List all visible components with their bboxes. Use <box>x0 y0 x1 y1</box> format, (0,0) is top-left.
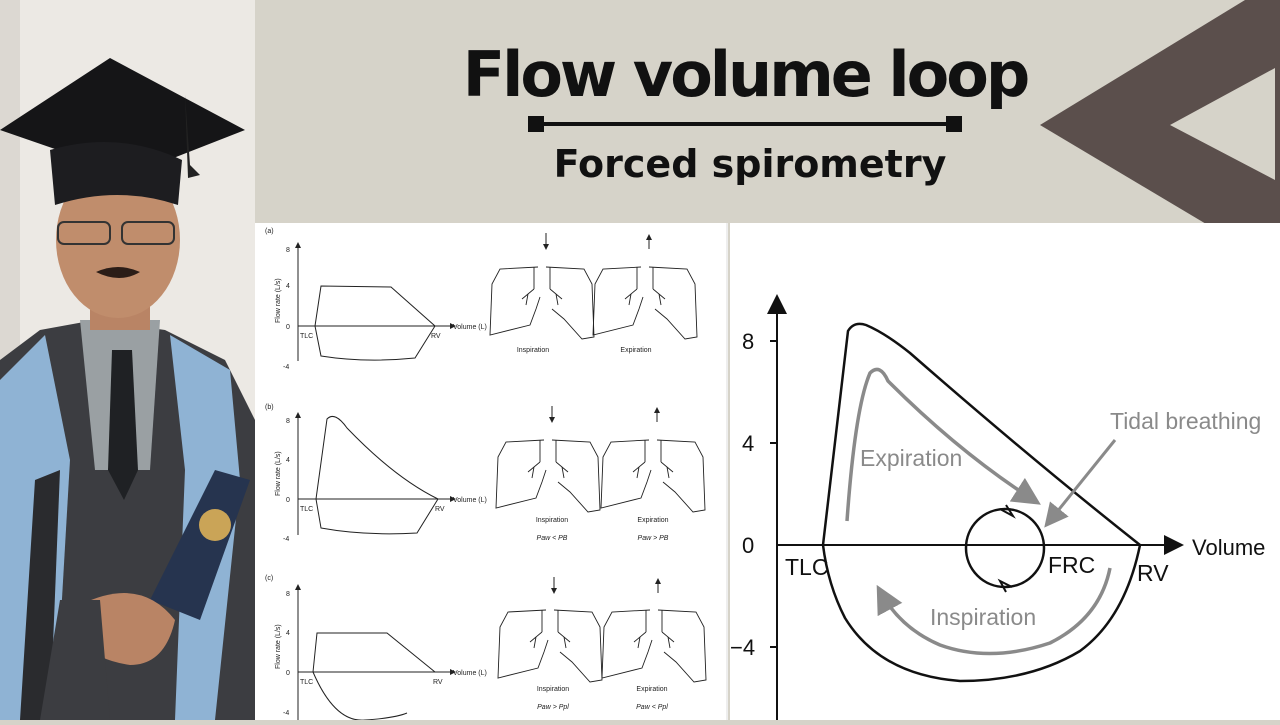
panel-b-y-axis-label: Flow rate (L/s) <box>275 451 282 496</box>
schematic-figure-panel: (a) 8 4 0 -4 Flow rate (L/s) Volume (L) … <box>255 223 728 721</box>
panel-c-letter: (c) <box>265 575 273 582</box>
title-divider <box>528 116 962 132</box>
panel-b-label-expiration: Expiration <box>637 517 668 524</box>
panel-a-tlc: TLC <box>300 333 313 340</box>
panel-a-loop <box>314 285 436 361</box>
panel-a-tick-8: 8 <box>286 247 290 254</box>
panel-b-letter: (b) <box>265 404 274 411</box>
panel-b-tick-8: 8 <box>286 418 290 425</box>
panel-c-rv: RV <box>433 679 443 686</box>
page-title: Flow volume loop <box>462 38 1031 111</box>
panel-a-label-inspiration: Inspiration <box>517 347 549 354</box>
panel-c-loop <box>312 632 436 721</box>
panel-c-relation-expiration: Paw < Ppl <box>636 704 668 711</box>
panel-a-tick-0: 0 <box>286 324 290 331</box>
panel-c-tick-4: 4 <box>286 630 290 637</box>
tlc-label: TLC <box>785 554 828 580</box>
panel-b-relation-expiration: Paw > PB <box>638 535 669 542</box>
inspiration-arrow <box>876 567 1112 656</box>
tick-label-4: 4 <box>742 431 754 456</box>
panel-c-tlc: TLC <box>300 679 313 686</box>
panel-a-y-axis-label: Flow rate (L/s) <box>275 278 282 323</box>
panel-a: (a) 8 4 0 -4 Flow rate (L/s) Volume (L) … <box>265 228 652 371</box>
panel-b-tlc: TLC <box>300 506 313 513</box>
tick-marks <box>770 340 777 648</box>
lung-diagrams <box>489 233 707 683</box>
panel-c-label-expiration: Expiration <box>636 686 667 693</box>
panel-b-tick-4: 4 <box>286 457 290 464</box>
inspiration-label: Inspiration <box>930 604 1036 630</box>
panel-b-label-inspiration: Inspiration <box>536 517 568 524</box>
tidal-breathing-label: Tidal breathing <box>1110 408 1261 434</box>
panel-b-rv: RV <box>435 506 445 513</box>
frc-label: FRC <box>1048 552 1095 578</box>
flow-volume-loop-figure: 8 4 0 −4 Volume Expiration Inspiration T… <box>730 223 1280 720</box>
expiration-arrow <box>845 367 1041 522</box>
decorative-triangle <box>1040 0 1280 268</box>
panel-b-relation-inspiration: Paw < PB <box>537 535 568 542</box>
panel-b-tick-0: 0 <box>286 497 290 504</box>
panel-a-ticks: 8 4 0 -4 <box>283 247 290 371</box>
tick-label-neg4: −4 <box>730 635 755 660</box>
tidal-loop <box>964 507 1046 589</box>
flow-volume-curve <box>821 322 1142 683</box>
tidal-arrow <box>1044 439 1117 528</box>
x-axis-label: Volume <box>1192 535 1265 560</box>
panel-c-tick-8: 8 <box>286 591 290 598</box>
panel-c-label-inspiration: Inspiration <box>537 686 569 693</box>
panel-c-tick-0: 0 <box>286 670 290 677</box>
panel-c-relation-inspiration: Paw > Ppl <box>537 704 569 711</box>
panel-a-letter: (a) <box>265 228 274 235</box>
page-subtitle: Forced spirometry <box>553 142 947 186</box>
rv-label: RV <box>1137 560 1169 586</box>
panel-c-x-axis-label: Volume (L) <box>453 670 487 677</box>
tick-label-8: 8 <box>742 329 754 354</box>
tick-label-0: 0 <box>742 533 754 558</box>
presenter-photo <box>0 0 255 720</box>
panel-c-y-axis-label: Flow rate (L/s) <box>275 624 282 669</box>
panel-a-rv: RV <box>431 333 441 340</box>
panel-a-tick-neg4: -4 <box>283 364 289 371</box>
panel-c: (c) 8 4 0 -4 Flow rate (L/s) Volume (L) … <box>265 575 668 721</box>
expiration-label: Expiration <box>860 445 962 471</box>
panel-a-tick-4: 4 <box>286 283 290 290</box>
panel-b: (b) 8 4 0 -4 Flow rate (L/s) Volume (L) … <box>265 404 669 543</box>
panel-b-x-axis-label: Volume (L) <box>453 497 487 504</box>
panel-b-tick-neg4: -4 <box>283 536 289 543</box>
panel-a-label-expiration: Expiration <box>620 347 651 354</box>
panel-a-x-axis-label: Volume (L) <box>453 324 487 331</box>
panel-b-loop <box>315 416 439 535</box>
panel-c-tick-neg4: -4 <box>283 710 289 717</box>
